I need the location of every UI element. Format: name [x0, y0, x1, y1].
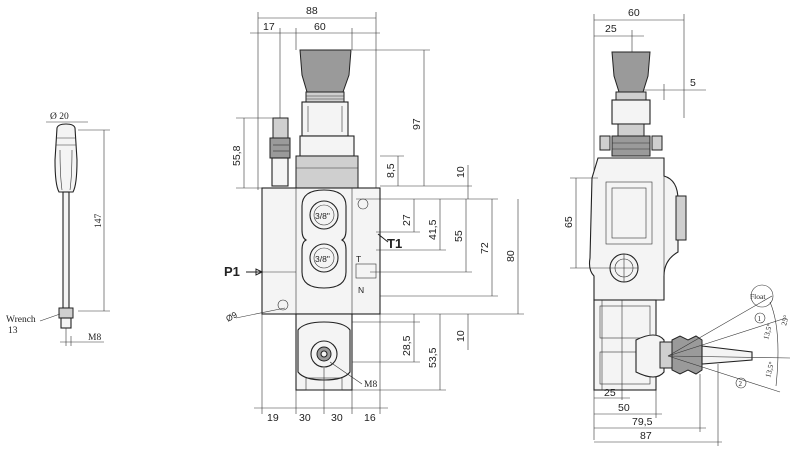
wrench-label: Wrench: [6, 315, 36, 325]
side-dim-65: 65: [563, 216, 575, 228]
mount-hole-bottom: [277, 299, 289, 311]
position-2-marker: [735, 377, 747, 389]
side-view: 60 25 5 65: [563, 7, 791, 446]
dim-80: 80: [505, 250, 517, 262]
front-top-width: 60: [314, 21, 326, 33]
handle-thread-label: M8: [88, 333, 101, 343]
float-label: Float: [750, 292, 766, 301]
port-1-label: 3/8": [315, 211, 330, 221]
bottom-dim-3: 30: [331, 412, 343, 424]
dim-10-top: 10: [455, 166, 467, 178]
front-view: 88 17 60 55,8: [224, 5, 524, 424]
handle-height-label: 147: [94, 214, 104, 229]
angle-25: 25°: [779, 314, 790, 326]
side-lever: [659, 335, 753, 375]
dim-41-5: 41,5: [427, 219, 439, 240]
side-dim-5: 5: [690, 77, 696, 89]
handle-view: Ø 20 147 Wrench 13 M8: [6, 112, 110, 346]
float-marker: [750, 284, 774, 308]
bottom-dim-1: 19: [267, 412, 279, 424]
handle-rod: [62, 191, 70, 309]
port-2-label: 3/8": [315, 254, 330, 264]
position-1-label: 1: [758, 315, 762, 323]
side-dim-50: 50: [618, 402, 630, 414]
total-height-label: 97: [411, 118, 423, 130]
handle-grip: [54, 123, 78, 193]
side-dim-25-top: 25: [605, 23, 617, 35]
lever-height-label: 55,8: [231, 145, 243, 166]
n-label: N: [358, 285, 364, 295]
handle-diameter-label: Ø 20: [50, 112, 69, 122]
side-spool-cap: [611, 51, 651, 93]
position-1-marker: [754, 312, 766, 324]
angle-13-5-b: 13,5°: [763, 361, 776, 379]
t1-label: T1: [387, 236, 402, 251]
side-dim-87: 87: [640, 430, 652, 442]
side-dim-25-bottom: 25: [604, 387, 616, 399]
side-overall-width: 60: [628, 7, 640, 19]
side-dim-79-5: 79,5: [632, 416, 653, 428]
front-left-offset: 17: [263, 21, 275, 33]
dim-8-5: 8,5: [385, 163, 397, 178]
handle-nut: [58, 307, 74, 319]
dim-10-bottom: 10: [455, 330, 467, 342]
hole-diameter-label: Ø9: [224, 309, 239, 323]
angle-13-5-a: 13,5°: [761, 323, 774, 341]
lever-stub: [272, 117, 289, 139]
lower-thread-label: M8: [364, 380, 377, 390]
bottom-dim-2: 30: [299, 412, 311, 424]
dim-72: 72: [479, 242, 491, 254]
spool-cap: [299, 49, 352, 93]
wrench-size: 13: [8, 326, 18, 336]
t-label: T: [356, 254, 361, 264]
position-2-label: 2: [739, 380, 743, 388]
p1-label: P1: [224, 264, 240, 279]
dim-55: 55: [453, 230, 465, 242]
dim-27: 27: [401, 214, 413, 226]
dim-53-5: 53,5: [427, 347, 439, 368]
front-overall-width: 88: [306, 5, 318, 17]
bottom-dim-4: 16: [364, 412, 376, 424]
dim-28-5: 28,5: [401, 335, 413, 356]
